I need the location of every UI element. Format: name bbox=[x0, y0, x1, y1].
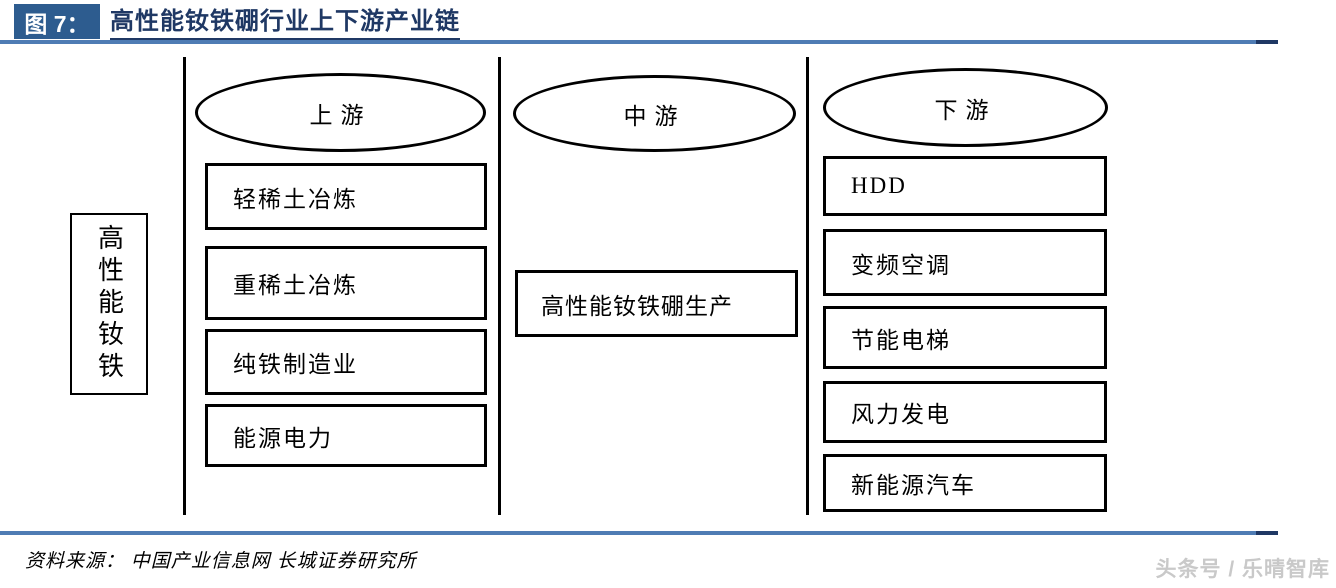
data-source-note: 资料来源： 中国产业信息网 长城证券研究所 bbox=[25, 551, 417, 572]
downstream-node-new-energy-vehicle: 新能源汽车 bbox=[823, 454, 1107, 512]
upstream-node-pure-iron: 纯铁制造业 bbox=[205, 329, 487, 395]
midstream-node-ndfeb-production: 高性能钕铁硼生产 bbox=[515, 270, 798, 337]
footer-divider-rule bbox=[0, 531, 1278, 535]
column-separator-line-2 bbox=[498, 57, 501, 515]
upstream-stage-ellipse: 上游 bbox=[195, 73, 486, 152]
midstream-stage-ellipse: 中游 bbox=[513, 75, 796, 152]
upstream-node-energy-power: 能源电力 bbox=[205, 404, 487, 467]
industry-side-label-box: 高性能钕铁 bbox=[70, 213, 148, 395]
downstream-stage-ellipse: 下游 bbox=[823, 68, 1108, 147]
upstream-node-light-rare-earth: 轻稀土冶炼 bbox=[205, 163, 487, 230]
watermark-text: 头条号 / 乐晴智库 bbox=[1155, 558, 1330, 581]
downstream-node-energy-saving-elevator: 节能电梯 bbox=[823, 306, 1107, 369]
upstream-node-heavy-rare-earth: 重稀土冶炼 bbox=[205, 246, 487, 320]
downstream-node-wind-power: 风力发电 bbox=[823, 381, 1107, 443]
column-separator-line-1 bbox=[183, 57, 186, 515]
downstream-node-hdd: HDD bbox=[823, 156, 1107, 216]
column-separator-line-3 bbox=[806, 57, 809, 515]
header-divider-rule bbox=[0, 40, 1278, 44]
figure-number-badge: 图 7： bbox=[14, 4, 100, 39]
downstream-node-inverter-ac: 变频空调 bbox=[823, 229, 1107, 296]
figure-title: 高性能钕铁硼行业上下游产业链 bbox=[110, 6, 460, 40]
